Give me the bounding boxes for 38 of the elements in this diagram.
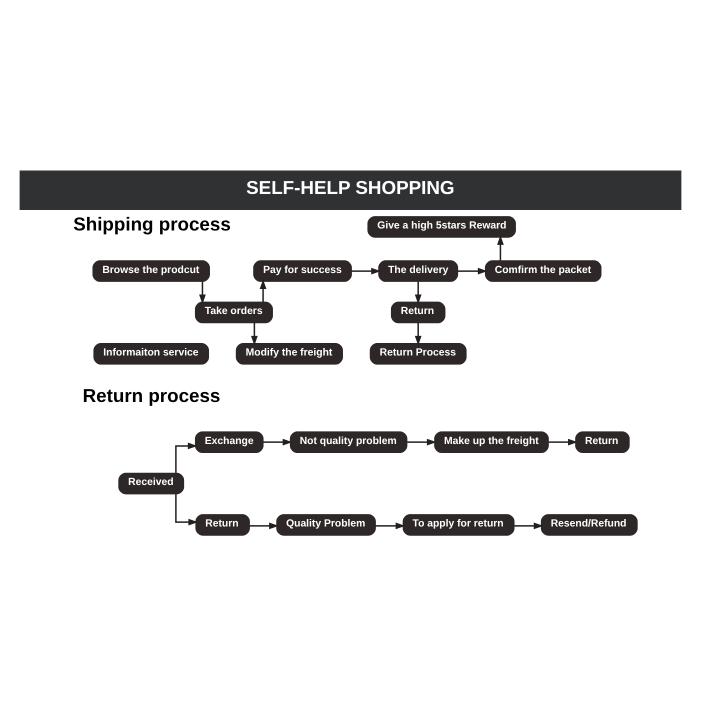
arrow [414, 281, 422, 304]
label: Return process [82, 384, 220, 406]
node-box: Return [195, 514, 250, 536]
node-box: Exchange [194, 430, 264, 452]
arrow [251, 322, 258, 346]
node-box: Comfirm the packet [484, 260, 602, 282]
arrow [548, 438, 578, 446]
arrow [375, 522, 406, 529]
node-box: Quality Problem [276, 514, 376, 536]
node-box: To apply for return [402, 514, 515, 536]
arrow [175, 442, 198, 472]
arrow [497, 234, 504, 260]
node-box: Received [118, 472, 184, 494]
arrow [458, 267, 488, 274]
arrow [414, 322, 422, 346]
node-box: Make up the freight [434, 430, 549, 452]
node-box: Modify the freight [236, 342, 343, 364]
node-box: Return [390, 301, 446, 323]
node-box: Resend/Refund [540, 514, 638, 536]
diagram-title: SELF-HELP SHOPPING [246, 176, 455, 198]
arrow [260, 278, 266, 302]
node-box: Browse the prodcut [92, 260, 210, 282]
node-box: Return Process [370, 342, 467, 364]
node-box: Not quality problem [290, 430, 408, 452]
arrow [352, 267, 381, 274]
node-box: Informaiton service [93, 342, 210, 364]
node-box: Return [575, 430, 630, 452]
node-box: Pay for success [253, 260, 352, 282]
arrow [175, 494, 198, 525]
label: Shipping process [73, 213, 231, 234]
node-box: Give a high 5stars Reward [367, 216, 516, 238]
arrow [250, 522, 279, 529]
node-box: The delivery [378, 260, 458, 282]
arrow [199, 281, 206, 304]
arrow [407, 438, 436, 446]
arrow [514, 522, 544, 529]
arrow [263, 438, 292, 446]
node-box: Take orders [194, 301, 273, 323]
